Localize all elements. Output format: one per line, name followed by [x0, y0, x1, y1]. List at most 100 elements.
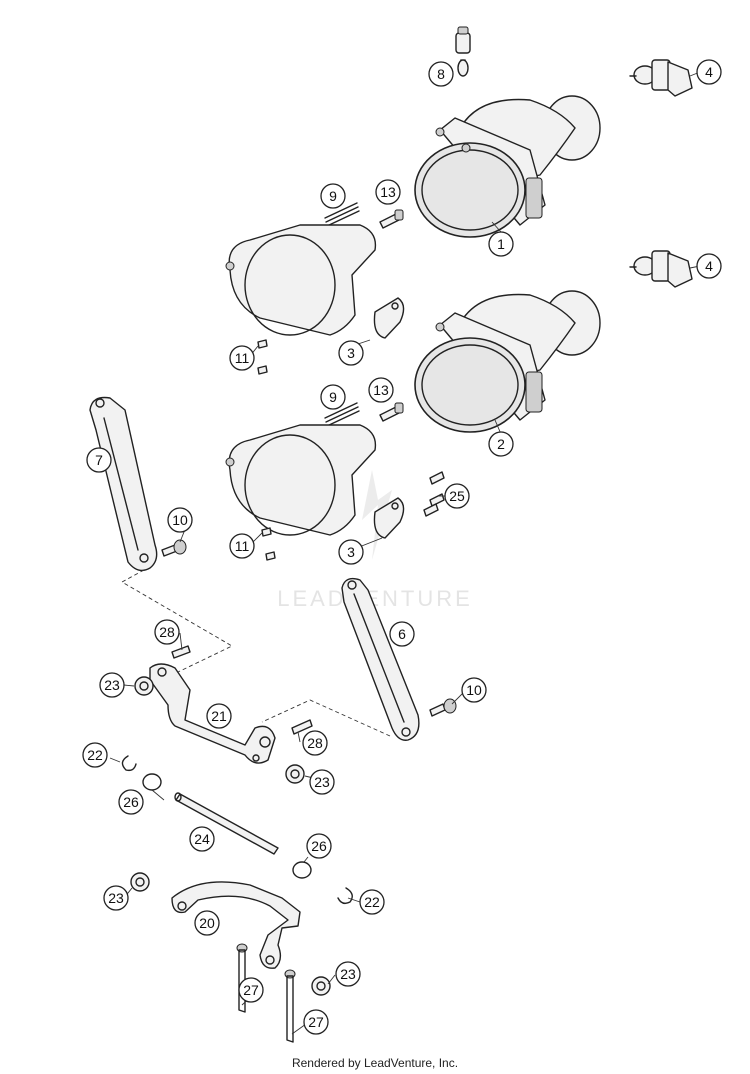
part-10-bolt-lower[interactable] — [429, 698, 457, 717]
part-23-bushing-4[interactable] — [311, 976, 331, 996]
part-4-bulb-upper[interactable] — [629, 59, 693, 97]
svg-text:3: 3 — [347, 345, 355, 361]
part-25-screws[interactable] — [423, 471, 445, 517]
callout-23-1[interactable]: 23 — [99, 672, 125, 698]
callout-27-left[interactable]: 27 — [238, 977, 264, 1003]
callout-22-lower[interactable]: 22 — [359, 889, 385, 915]
part-13-screw-lower[interactable] — [379, 402, 404, 422]
callout-8[interactable]: 8 — [428, 61, 454, 87]
part-2-headlight-lower[interactable] — [414, 290, 601, 433]
callout-4-upper[interactable]: 4 — [696, 59, 722, 85]
part-22-clip-lower[interactable] — [337, 887, 353, 905]
svg-text:27: 27 — [308, 1014, 324, 1030]
callout-13-upper[interactable]: 13 — [375, 179, 401, 205]
part-3-bracket-upper[interactable] — [225, 224, 405, 339]
callout-21[interactable]: 21 — [206, 703, 232, 729]
callout-28-lower[interactable]: 28 — [302, 730, 328, 756]
svg-text:13: 13 — [380, 184, 396, 200]
svg-text:9: 9 — [329, 389, 337, 405]
part-10-bolt-upper[interactable] — [161, 539, 187, 557]
part-24-shaft[interactable] — [174, 792, 279, 855]
svg-text:13: 13 — [373, 382, 389, 398]
part-27-bolt-right[interactable] — [284, 969, 296, 1043]
part-28-screw-upper[interactable] — [171, 645, 191, 659]
callout-13-lower[interactable]: 13 — [368, 377, 394, 403]
callout-22-upper[interactable]: 22 — [82, 742, 108, 768]
svg-text:20: 20 — [199, 915, 215, 931]
part-26-washer-upper[interactable] — [142, 773, 162, 791]
callout-26-upper[interactable]: 26 — [118, 789, 144, 815]
svg-text:26: 26 — [123, 794, 139, 810]
part-7-strap[interactable] — [89, 396, 158, 572]
svg-text:6: 6 — [398, 626, 406, 642]
part-8-bulb[interactable] — [455, 26, 471, 77]
svg-text:11: 11 — [235, 350, 250, 366]
svg-text:7: 7 — [95, 452, 103, 468]
svg-text:4: 4 — [705, 258, 713, 274]
callout-20[interactable]: 20 — [194, 910, 220, 936]
svg-text:23: 23 — [104, 677, 120, 693]
svg-text:3: 3 — [347, 544, 355, 560]
svg-text:21: 21 — [211, 708, 227, 724]
part-28-screw-lower[interactable] — [291, 719, 313, 735]
svg-text:23: 23 — [314, 774, 330, 790]
svg-text:28: 28 — [307, 735, 323, 751]
svg-text:1: 1 — [497, 236, 505, 252]
callout-3-upper[interactable]: 3 — [338, 340, 364, 366]
part-22-clip-upper[interactable] — [121, 755, 137, 772]
part-9-spring-upper[interactable] — [324, 202, 360, 227]
callout-11-upper[interactable]: 11 — [229, 345, 255, 371]
callout-23-4[interactable]: 23 — [335, 961, 361, 987]
part-11-screws-upper[interactable] — [257, 339, 268, 375]
svg-text:25: 25 — [449, 488, 465, 504]
assembly-line-right — [261, 699, 391, 737]
footer-credit: Rendered by LeadVenture, Inc. — [291, 1056, 459, 1070]
svg-text:22: 22 — [87, 747, 103, 763]
callout-7[interactable]: 7 — [86, 447, 112, 473]
svg-text:10: 10 — [172, 512, 188, 528]
callout-3-lower[interactable]: 3 — [338, 539, 364, 565]
callout-9-upper[interactable]: 9 — [320, 183, 346, 209]
svg-text:11: 11 — [235, 538, 250, 554]
callout-10-lower[interactable]: 10 — [461, 677, 487, 703]
part-20-mount-bracket[interactable] — [171, 881, 301, 969]
callout-26-lower[interactable]: 26 — [306, 833, 332, 859]
svg-text:26: 26 — [311, 838, 327, 854]
svg-text:4: 4 — [705, 64, 713, 80]
part-11-screws-lower[interactable] — [261, 527, 276, 561]
callout-23-2[interactable]: 23 — [309, 769, 335, 795]
callout-28-upper[interactable]: 28 — [154, 619, 180, 645]
part-4-bulb-lower[interactable] — [629, 250, 693, 288]
part-9-spring-lower[interactable] — [324, 402, 360, 427]
svg-text:22: 22 — [364, 894, 380, 910]
part-1-headlight-upper[interactable] — [414, 95, 601, 238]
callout-6[interactable]: 6 — [389, 621, 415, 647]
svg-text:2: 2 — [497, 436, 505, 452]
callout-2[interactable]: 2 — [488, 431, 514, 457]
svg-text:28: 28 — [159, 624, 175, 640]
part-21-mount-bracket[interactable] — [149, 663, 276, 764]
part-23-bushing-1[interactable] — [134, 676, 154, 696]
callout-1[interactable]: 1 — [488, 231, 514, 257]
callout-25[interactable]: 25 — [444, 483, 470, 509]
callout-9-lower[interactable]: 9 — [320, 384, 346, 410]
part-26-washer-lower[interactable] — [292, 861, 312, 879]
svg-text:23: 23 — [340, 966, 356, 982]
svg-text:24: 24 — [194, 831, 210, 847]
part-23-bushing-2[interactable] — [285, 764, 305, 784]
callout-11-lower[interactable]: 11 — [229, 533, 255, 559]
svg-text:9: 9 — [329, 188, 337, 204]
callout-4-lower[interactable]: 4 — [696, 253, 722, 279]
callout-24[interactable]: 24 — [189, 826, 215, 852]
part-6-strap[interactable] — [341, 577, 420, 741]
part-13-screw-upper[interactable] — [379, 209, 404, 229]
svg-text:8: 8 — [437, 66, 445, 82]
svg-text:10: 10 — [466, 682, 482, 698]
callout-27-right[interactable]: 27 — [303, 1009, 329, 1035]
svg-text:27: 27 — [243, 982, 259, 998]
part-3-bracket-lower[interactable] — [225, 424, 405, 539]
part-23-bushing-3[interactable] — [130, 872, 150, 892]
callout-10-upper[interactable]: 10 — [167, 507, 193, 533]
callout-23-3[interactable]: 23 — [103, 885, 129, 911]
